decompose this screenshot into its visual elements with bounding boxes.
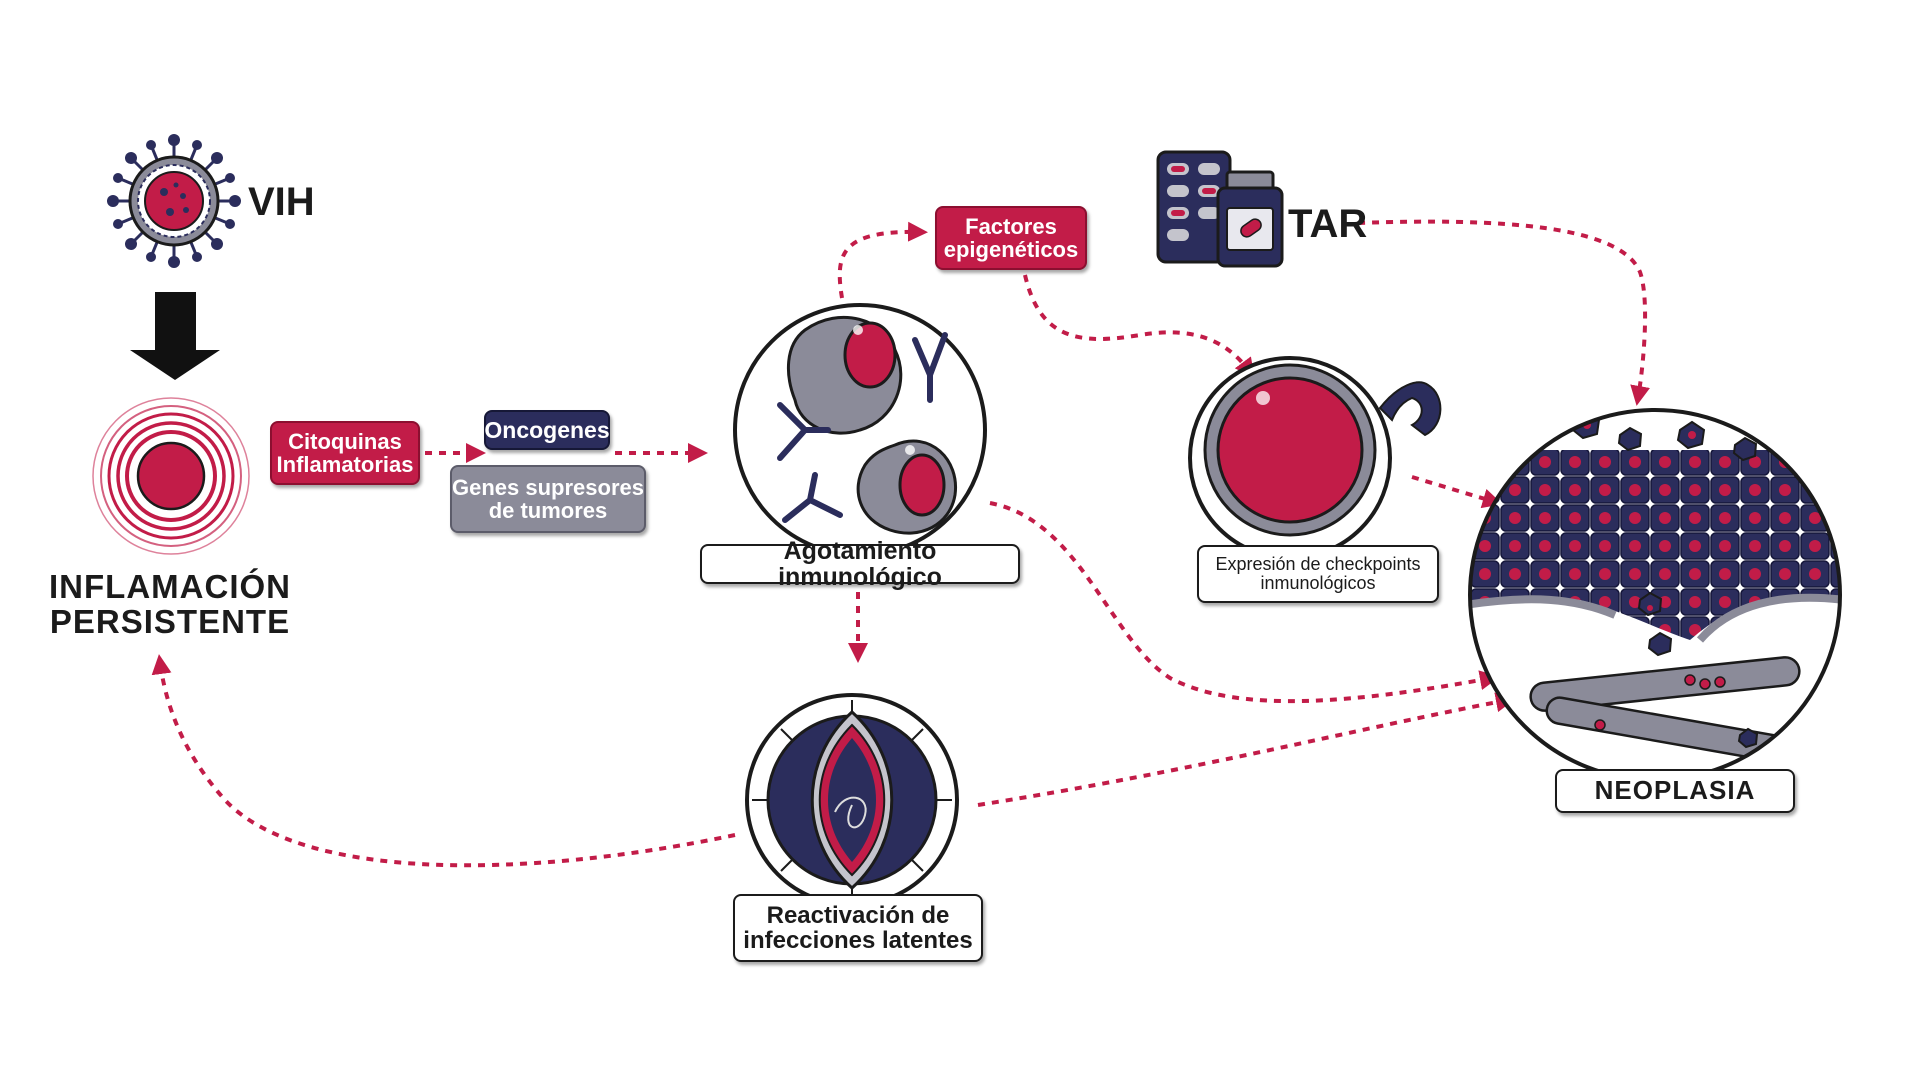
arrow-reactivacion-inflamacion bbox=[151, 654, 736, 868]
arrow-checkpoints-neoplasia bbox=[1411, 475, 1503, 509]
arrow-agotamiento-neoplasia bbox=[989, 501, 1500, 704]
exhausted-lymphocyte-icon bbox=[733, 303, 987, 557]
arrow-factores-checkpoints bbox=[1023, 274, 1255, 379]
arrow-agotamiento-factores bbox=[837, 221, 928, 299]
latent-virus-icon bbox=[745, 693, 959, 907]
antibody-icon bbox=[777, 332, 948, 523]
connectors bbox=[151, 219, 1650, 868]
pill-blister-icon bbox=[1156, 150, 1232, 264]
inflammation-rings-icon bbox=[92, 397, 250, 555]
medicine-bottle-icon bbox=[1216, 170, 1284, 268]
factores-box: Factores epigenéticos bbox=[935, 206, 1087, 270]
virus-icon bbox=[107, 134, 241, 268]
agotamiento-label: Agotamiento inmunológico bbox=[700, 538, 1020, 590]
oncogenes-box: Oncogenes bbox=[484, 410, 610, 450]
citoquinas-box: Citoquinas Inflamatorias bbox=[270, 421, 420, 485]
checkpoints-label: Expresión de checkpoints inmunológicos bbox=[1197, 545, 1439, 603]
neoplasia-label: NEOPLASIA bbox=[1555, 769, 1795, 813]
tumor-tissue-icon bbox=[1468, 408, 1842, 782]
genes-supresores-box: Genes supresores de tumores bbox=[450, 465, 646, 533]
checkpoint-cell-icon bbox=[1188, 356, 1442, 560]
inflamacion-persistente-label: INFLAMACIÓN PERSISTENTE bbox=[49, 568, 291, 640]
reactivacion-label: Reactivación de infecciones latentes bbox=[733, 894, 983, 962]
down-arrow-icon bbox=[130, 292, 220, 380]
tar-label: TAR bbox=[1288, 202, 1368, 246]
vih-label: VIH bbox=[248, 180, 315, 224]
arrow-reactivacion-neoplasia bbox=[977, 692, 1516, 807]
arrow-tar-neoplasia bbox=[1357, 219, 1650, 406]
